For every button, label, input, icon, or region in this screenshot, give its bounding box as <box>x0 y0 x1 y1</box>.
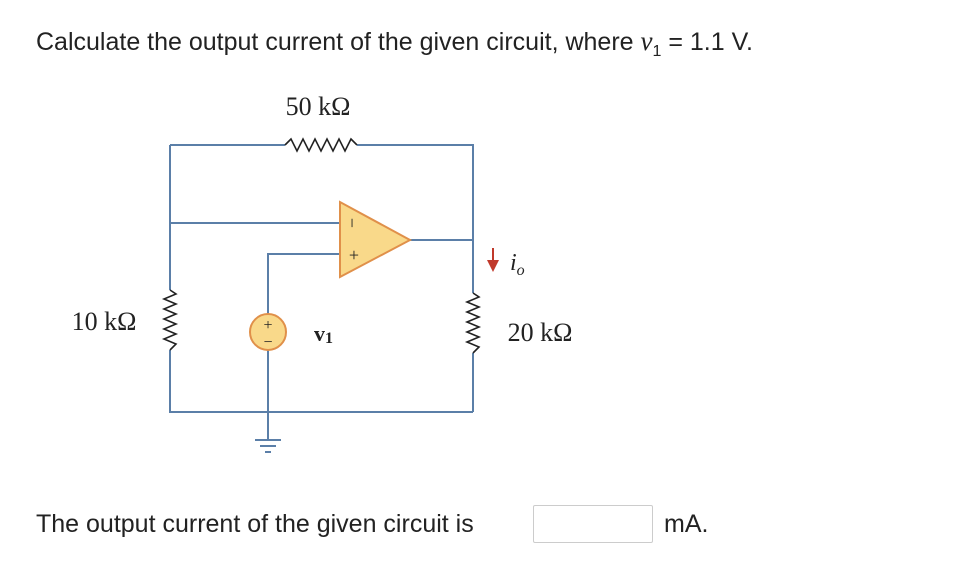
voltage-source-plus: + <box>263 317 272 334</box>
source-label-var: v <box>314 321 325 346</box>
resistor-50k <box>284 137 358 153</box>
resistor-50k-label: 50 kΩ <box>286 92 351 121</box>
source-label: v1 <box>314 321 333 347</box>
question-variable: v <box>640 26 653 56</box>
question-variable-subscript: 1 <box>652 43 662 60</box>
resistor-10k-label: 10 kΩ <box>72 307 137 336</box>
voltage-source <box>249 313 287 351</box>
question-text: Calculate the output current of the give… <box>36 24 753 69</box>
opamp-minus-label: − <box>342 218 362 228</box>
resistor-20k <box>464 292 482 354</box>
circuit-wires <box>169 144 474 440</box>
current-arrow-icon <box>487 248 499 272</box>
resistor-10k <box>161 289 179 351</box>
source-label-sub: 1 <box>325 330 333 347</box>
question-prefix: Calculate the output current of the give… <box>36 28 641 56</box>
ground-icon <box>255 439 281 453</box>
voltage-source-minus: − <box>263 334 272 351</box>
question-suffix: = 1.1 V. <box>661 28 753 56</box>
output-current-sub: o <box>517 262 525 279</box>
circuit-diagram: − + + − 50 kΩ 10 kΩ 20 kΩ v1 io <box>72 92 573 453</box>
resistor-20k-label: 20 kΩ <box>508 318 573 347</box>
answer-unit: mA. <box>664 510 709 538</box>
output-current-label: io <box>510 250 525 279</box>
opamp <box>339 200 413 279</box>
output-current-var: i <box>510 250 517 276</box>
answer-input[interactable] <box>533 505 653 543</box>
answer-prompt: The output current of the given circuit … <box>36 510 474 538</box>
opamp-plus-label: + <box>349 245 359 265</box>
